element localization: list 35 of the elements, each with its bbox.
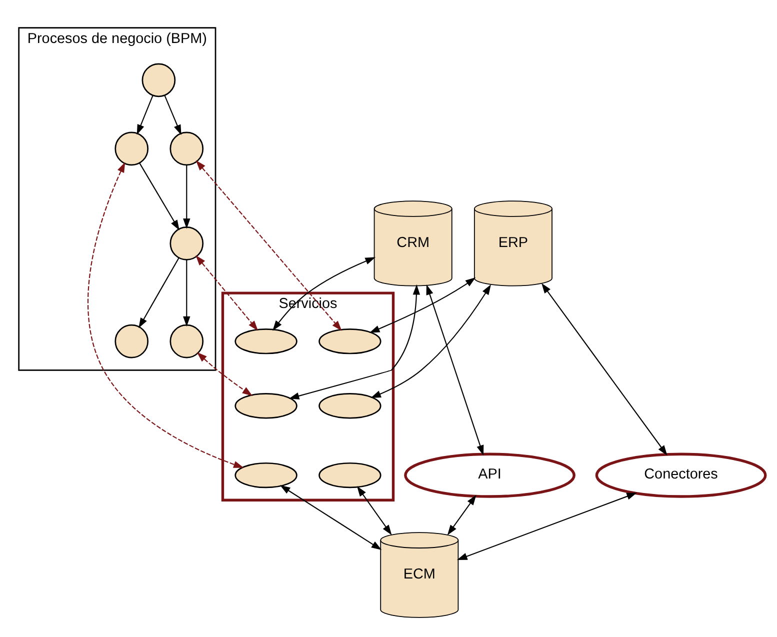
node-ellipse: [234, 392, 298, 418]
arrow: [426, 284, 484, 456]
arrow: [196, 254, 258, 330]
arrow: [369, 276, 476, 332]
arrow: [138, 257, 180, 328]
node-ellipse: [318, 328, 382, 354]
arrow: [356, 486, 392, 535]
arrow: [196, 352, 253, 396]
arrow: [164, 94, 182, 135]
cluster: Procesos de negocio (BPM): [18, 26, 216, 370]
arrow: [272, 256, 376, 330]
arrow: [183, 164, 190, 228]
arrow: [541, 282, 668, 456]
node-ellipse: API: [404, 452, 576, 498]
arrow: [139, 162, 180, 230]
node-circle: [142, 62, 176, 97]
node-circle: [170, 226, 204, 260]
node-circle: [170, 324, 204, 358]
node-ellipse: [234, 328, 298, 354]
arrow: [183, 259, 190, 326]
node-ellipse: [318, 462, 382, 488]
arrow: [196, 160, 342, 330]
arrow: [88, 162, 244, 468]
arrow: [447, 494, 476, 535]
arrow: [370, 284, 492, 398]
arrow: [456, 492, 637, 560]
node-ellipse: [234, 462, 298, 488]
node-ellipse: [318, 392, 382, 418]
node-circle: [170, 131, 204, 166]
arrow: [280, 484, 382, 550]
node-circle: [114, 131, 149, 166]
node-ellipse: Conectores: [595, 452, 767, 498]
node-circle: [114, 324, 149, 358]
arrow: [288, 284, 420, 399]
arrow: [136, 94, 154, 134]
